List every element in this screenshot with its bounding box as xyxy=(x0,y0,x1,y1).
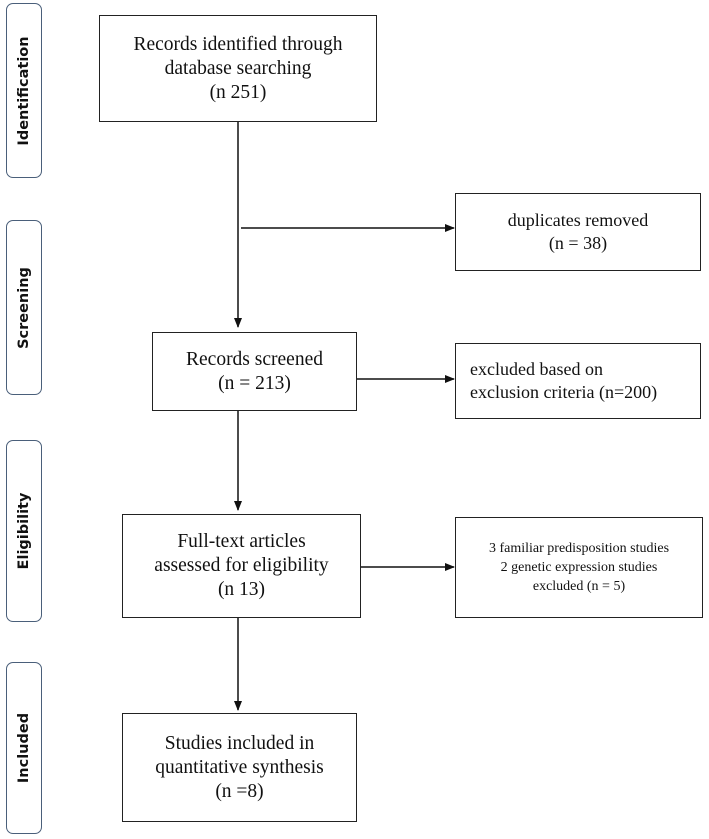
full-text-line-1: Full-text articles xyxy=(177,531,306,552)
excluded-studies-line-3: excluded (n = 5) xyxy=(532,579,626,594)
included-studies-line-1: Studies included in xyxy=(164,732,315,754)
full-text-line-2: assessed for eligibility xyxy=(154,555,329,576)
included-studies-line-2: quantitative synthesis xyxy=(155,756,324,778)
stage-identification: Identification xyxy=(6,3,42,178)
stage-screening: Screening xyxy=(6,220,42,395)
records-identified-line-3: (n 251) xyxy=(209,81,267,103)
excluded-criteria-line-2: exclusion criteria (n=200) xyxy=(470,382,658,402)
box-excluded-criteria: excluded based on exclusion criteria (n=… xyxy=(455,343,701,419)
included-studies-line-3: (n =8) xyxy=(215,780,264,802)
stage-included: Included xyxy=(6,662,42,834)
duplicates-removed-line-2: (n = 38) xyxy=(548,233,608,253)
full-text-line-3: (n 13) xyxy=(217,579,266,600)
duplicates-removed-line-1: duplicates removed xyxy=(507,210,649,230)
box-records-identified: Records identified through database sear… xyxy=(99,15,377,122)
excluded-studies-line-1: 3 familiar predisposition studies xyxy=(488,541,670,556)
records-identified-line-1: Records identified through xyxy=(133,33,343,55)
stage-eligibility: Eligibility xyxy=(6,440,42,622)
box-excluded-studies: 3 familiar predisposition studies 2 gene… xyxy=(455,517,703,618)
box-included-studies: Studies included in quantitative synthes… xyxy=(122,713,357,822)
excluded-criteria-line-1: excluded based on xyxy=(470,359,603,379)
box-full-text: Full-text articles assessed for eligibil… xyxy=(122,514,361,618)
box-duplicates-removed: duplicates removed (n = 38) xyxy=(455,193,701,271)
records-screened-line-1: Records screened xyxy=(186,348,323,370)
excluded-studies-line-2: 2 genetic expression studies xyxy=(500,560,658,575)
records-identified-line-2: database searching xyxy=(164,57,312,79)
records-screened-line-2: (n = 213) xyxy=(218,372,291,394)
box-records-screened: Records screened (n = 213) xyxy=(152,332,357,411)
